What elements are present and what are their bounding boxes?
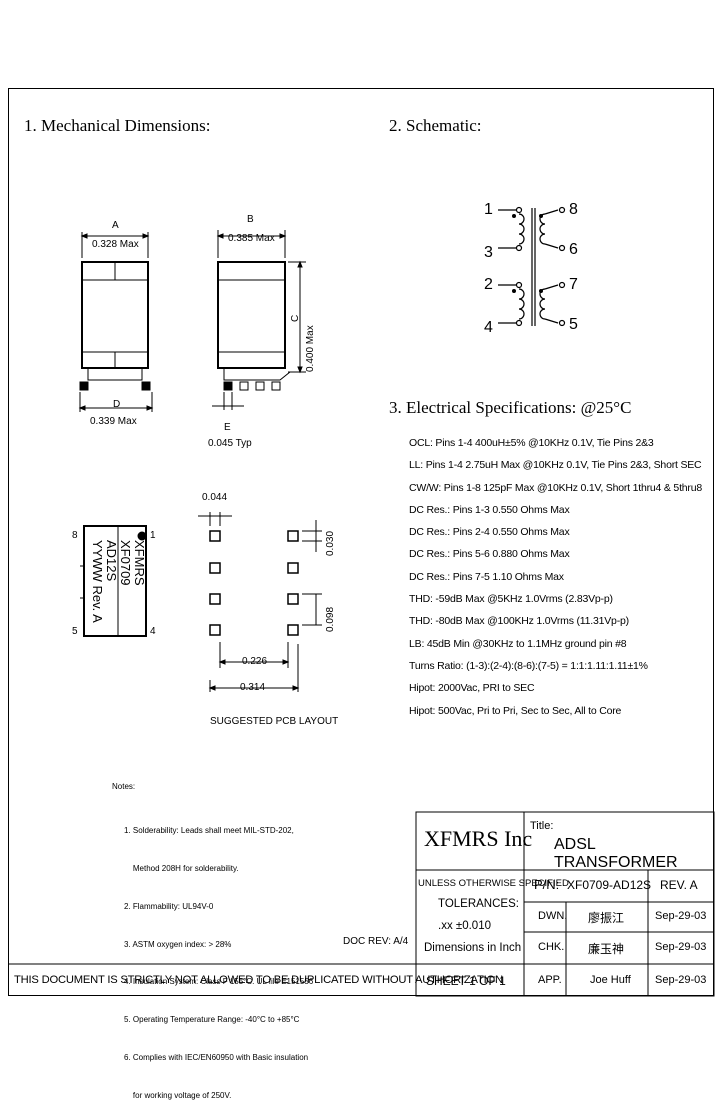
chk-label: CHK. [538, 941, 565, 953]
sch-pin-left: 4 [484, 319, 493, 336]
notes-list: 1. Solderability: Leads shall meet MIL-S… [124, 800, 313, 1115]
sch-pin-left: 3 [484, 244, 493, 261]
chk-date: Sep-29-03 [655, 941, 707, 953]
app-date: Sep-29-03 [655, 974, 707, 986]
sheet-number: SHEET 1 OF 1 [426, 974, 506, 988]
note-line: 1. Solderability: Leads shall meet MIL-S… [124, 826, 294, 836]
tolerances: TOLERANCES: [438, 898, 519, 910]
company-name: XFMRS Inc [424, 826, 533, 851]
spec-line: DC Res.: Pins 2-4 0.550 Ohms Max [409, 526, 570, 539]
note-line: for working voltage of 250V. [124, 1090, 232, 1100]
pin-label: 1 [150, 530, 156, 541]
marking-line: YYWW Rev. A [90, 540, 105, 623]
note-line: 4. Insulation System: Class F 155°C. UL … [124, 977, 314, 987]
spec-line: LL: Pins 1-4 2.75uH Max @10KHz 0.1V, Tie… [409, 459, 702, 472]
spec-line: THD: -59dB Max @5KHz 1.0Vrms (2.83Vp-p) [409, 593, 613, 606]
pcb-dim-314: 0.314 [240, 682, 266, 693]
pcb-caption: SUGGESTED PCB LAYOUT [210, 716, 339, 727]
note-line: 6. Complies with IEC/EN60950 with Basic … [124, 1052, 309, 1062]
spec-line: CW/W: Pins 1-8 125pF Max @10KHz 0.1V, Sh… [409, 481, 703, 494]
pin-label: 5 [72, 626, 78, 637]
sch-pin-left: 1 [484, 201, 493, 218]
note-line: 2. Flammability: UL94V-0 [124, 901, 214, 911]
note-line: 5. Operating Temperature Range: -40°C to… [124, 1015, 300, 1025]
dim-d-value: 0.339 Max [90, 416, 137, 427]
part-number: XF0709-AD12S [567, 878, 652, 892]
dim-b-value: 0.385 Max [228, 233, 275, 244]
spec-line: OCL: Pins 1-4 400uH±5% @10KHz 0.1V, Tie … [409, 437, 654, 449]
dim-e-letter: E [224, 422, 231, 433]
spec-line: Hipot: 2000Vac, PRI to SEC [409, 682, 535, 695]
spec-line: DC Res.: Pins 1-3 0.550 Ohms Max [409, 503, 570, 516]
notes-title: Notes: [112, 782, 136, 791]
dimensions-unit: Dimensions in Inch [424, 942, 522, 954]
title-label: Title: [530, 820, 554, 832]
marking-line: XF0709 [118, 540, 133, 586]
pn-label: P/N: [534, 877, 560, 892]
marking-line: XFMRS [132, 540, 147, 586]
note-line: Method 208H for solderability. [124, 863, 239, 873]
dim-d-letter: D [113, 399, 121, 410]
doc-rev: DOC REV: A/4 [343, 936, 409, 947]
dwn-name: 廖振江 [588, 911, 625, 925]
electrical-spec-list: OCL: Pins 1-4 400uH±5% @10KHz 0.1V, Tie … [409, 432, 702, 722]
schematic-heading: 2. Schematic: [389, 116, 482, 135]
dim-a-value: 0.328 Max [92, 239, 139, 250]
sch-pin-right: 6 [569, 241, 578, 258]
app-label: APP. [538, 974, 562, 986]
dim-a-letter: A [112, 220, 119, 231]
mechanical-heading: 1. Mechanical Dimensions: [24, 116, 211, 135]
chk-name: 廉玉神 [588, 942, 625, 956]
drawing-frame [8, 88, 714, 996]
dim-e-value: 0.045 Typ [208, 438, 252, 449]
marking-line: AD12S [104, 540, 119, 582]
dim-c-value: 0.400 Max [305, 325, 316, 372]
sch-pin-right: 8 [569, 201, 578, 218]
mechanical-drawing [8, 206, 715, 997]
part-marking: XFMRS XF0709 AD12S YYWW Rev. A [90, 540, 147, 623]
pin-label: 8 [72, 530, 78, 541]
duplication-warning: THIS DOCUMENT IS STRICTLY NOT ALLOWED TO… [14, 974, 503, 986]
spec-line: LB: 45dB Min @30KHz to 1.1MHz ground pin… [409, 637, 627, 650]
pcb-dim-098: 0.098 [325, 606, 336, 632]
unless-specified: UNLESS OTHERWISE SPECIFIED [418, 878, 569, 889]
dim-b-letter: B [247, 214, 254, 225]
pin-label: 4 [150, 626, 156, 637]
dim-c-letter: C [290, 314, 301, 322]
spec-line: Hipot: 500Vac, Pri to Pri, Sec to Sec, A… [409, 704, 622, 717]
revision: REV. A [660, 878, 698, 892]
sch-pin-right: 7 [569, 276, 578, 293]
drawing-title: ADSL TRANSFORMER [554, 836, 678, 871]
spec-line: Turns Ratio: (1-3):(2-4):(8-6):(7-5) = 1… [409, 659, 648, 672]
app-name: Joe Huff [590, 974, 631, 986]
pcb-dim-030: 0.030 [325, 530, 336, 556]
spec-line: DC Res.: Pins 5-6 0.880 Ohms Max [409, 548, 570, 561]
sch-pin-right: 5 [569, 316, 578, 333]
tolerance-value: .xx ±0.010 [438, 920, 491, 932]
sch-pin-left: 2 [484, 276, 493, 293]
pcb-dim-044: 0.044 [202, 492, 228, 503]
note-line: 3. ASTM oxygen index: > 28% [124, 939, 232, 949]
pcb-dim-226: 0.226 [242, 656, 268, 667]
dwn-label: DWN. [538, 910, 568, 922]
spec-line: THD: -80dB Max @100KHz 1.0Vrms (11.31Vp-… [409, 615, 629, 628]
electrical-heading: 3. Electrical Specifications: @25°C [389, 398, 632, 417]
dwn-date: Sep-29-03 [655, 910, 707, 922]
spec-line: DC Res.: Pins 7-5 1.10 Ohms Max [409, 570, 564, 583]
